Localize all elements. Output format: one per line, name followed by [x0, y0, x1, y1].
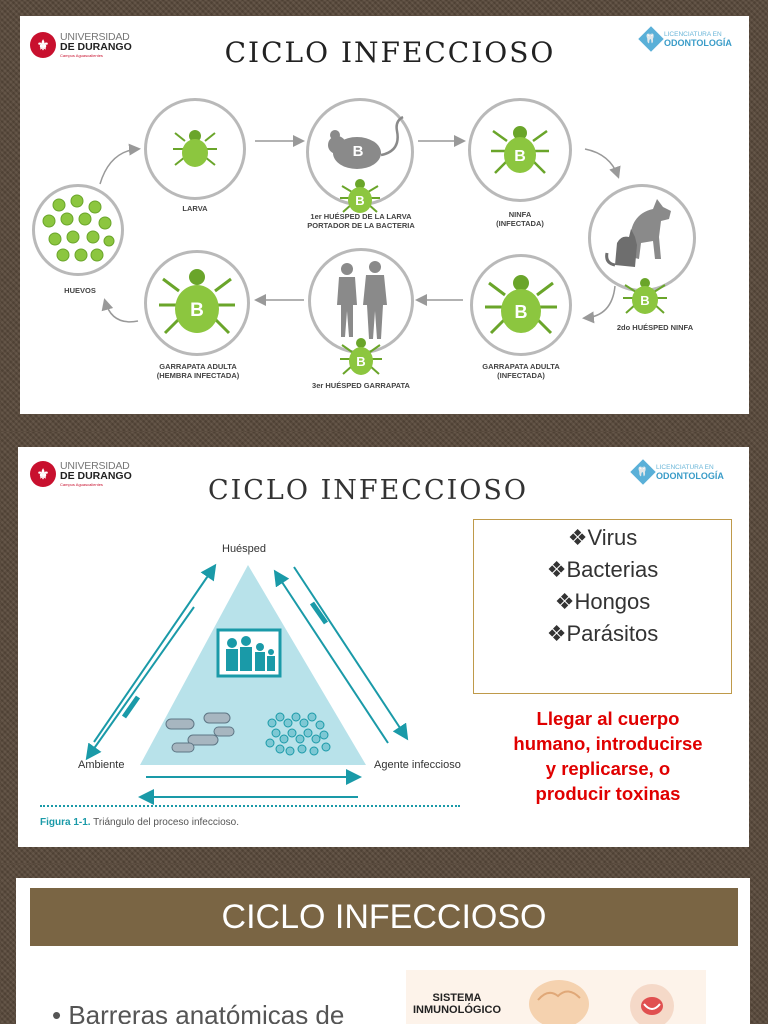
- pathogen-list-box: ❖Virus ❖Bacterias ❖Hongos ❖Parásitos: [473, 519, 732, 694]
- label-host2: 2do HUÉSPED NINFA: [616, 323, 694, 332]
- triangle-label-top: Huésped: [222, 543, 267, 555]
- eggs-icon: [42, 194, 115, 262]
- adult-infected-circle: B: [470, 254, 572, 356]
- logo-right-line-1: LICENCIATURA EN: [664, 30, 722, 38]
- svg-text:B: B: [514, 148, 526, 165]
- host3-circle: [308, 248, 414, 354]
- label-host3: 3er HUÉSPED GARRAPATA: [312, 381, 410, 390]
- eggs-circle: [32, 184, 124, 276]
- slide-3: CICLO INFECCIOSO • Barreras anatómicas d…: [16, 878, 750, 1024]
- pills-icon: [165, 712, 235, 753]
- svg-text:B: B: [190, 300, 204, 321]
- odontologia-logo: 🦷 LICENCIATURA EN ODONTOLOGÍA: [638, 26, 732, 52]
- larva-tick-icon: [173, 130, 217, 167]
- universidad-logo: ⚜ UNIVERSIDAD DE DURANGO Campus Aguascal…: [30, 32, 132, 58]
- logo-line-3: Campus Aguascalientes: [60, 53, 103, 58]
- logo-right-line-1: LICENCIATURA EN: [656, 463, 714, 471]
- logo-line-2: DE DURANGO: [60, 41, 132, 53]
- ninfa-circle: B: [468, 98, 572, 202]
- tooth-icon: 🦷: [630, 459, 656, 485]
- mouse-icon: B: [328, 115, 404, 169]
- logo-line-3: Campus Aguascalientes: [60, 482, 103, 487]
- adult-female-tick-icon: B: [159, 269, 235, 335]
- immune-system-image: SISTEMA INMUNOLÓGICO: [406, 970, 706, 1024]
- figure-caption-bold: Figura 1-1.: [40, 817, 91, 828]
- logo-line-1: UNIVERSIDAD: [60, 460, 130, 472]
- university-seal-icon: ⚜: [30, 461, 56, 487]
- adult-infected-tick-icon: B: [485, 275, 557, 335]
- dog-cat-icon: [605, 199, 671, 267]
- people-photo-icon: [216, 628, 282, 678]
- slide-2-title: CICLO INFECCIOSO: [207, 475, 529, 506]
- list-item-parasitos: ❖Parásitos: [546, 621, 659, 646]
- host2-circle: [588, 184, 696, 292]
- infection-description: Llegar al cuerpo humano, introducirse y …: [513, 708, 703, 804]
- logo-right-line-2: ODONTOLOGÍA: [664, 37, 732, 48]
- label-ninfa: NINFA (INFECTADA): [496, 210, 544, 228]
- larva-circle: [144, 98, 246, 200]
- odontologia-logo-2: 🦷 LICENCIATURA EN ODONTOLOGÍA: [630, 459, 724, 485]
- slide-2: ⚜ UNIVERSIDAD DE DURANGO Campus Aguascal…: [18, 447, 749, 847]
- svg-text:B: B: [355, 193, 364, 208]
- label-larva: LARVA: [182, 204, 208, 213]
- figure-caption: Figura 1-1. Triángulo del proceso infecc…: [40, 817, 239, 828]
- infection-triangle-figure: [85, 563, 409, 805]
- mouse-b-badge: B: [353, 143, 364, 160]
- throat-icon: [630, 984, 674, 1024]
- triangle-label-right: Agente infeccioso: [374, 759, 461, 771]
- label-host1: 1er HUÉSPED DE LA LARVA PORTADOR DE LA B…: [307, 212, 415, 230]
- host1-tick-icon: B: [340, 179, 380, 213]
- host2-tick-icon: B: [623, 278, 667, 314]
- bullet-label: Barreras anatómicas de: [68, 1000, 345, 1024]
- slide-1: ⚜ UNIVERSIDAD DE DURANGO Campus Aguascal…: [20, 16, 749, 414]
- list-item-virus: ❖Virus: [567, 525, 638, 550]
- list-item-bacterias: ❖Bacterias: [546, 557, 659, 582]
- logo-line-2: DE DURANGO: [60, 470, 132, 482]
- bullet-dot: •: [52, 1000, 69, 1024]
- svg-text:B: B: [640, 293, 649, 308]
- bacteria-cluster-icon: [265, 712, 331, 756]
- label-huevos: HUEVOS: [64, 286, 96, 295]
- bullet-text: • Barreras anatómicas de: [52, 1000, 344, 1024]
- humans-icon: [337, 261, 387, 339]
- brain-icon: [529, 980, 589, 1024]
- label-adult-infected: GARRAPATA ADULTA (INFECTADA): [482, 362, 560, 380]
- svg-text:B: B: [515, 302, 528, 322]
- triangle-label-left: Ambiente: [78, 759, 125, 771]
- university-seal-icon: ⚜: [30, 32, 56, 58]
- svg-text:B: B: [356, 354, 365, 369]
- ninfa-tick-icon: B: [491, 126, 549, 174]
- cycle-arrows: [99, 135, 621, 324]
- host3-tick-icon: B: [340, 338, 382, 375]
- universidad-logo-2: ⚜ UNIVERSIDAD DE DURANGO Campus Aguascal…: [30, 461, 132, 487]
- slide-3-title-banner: CICLO INFECCIOSO: [30, 888, 738, 946]
- figure-caption-text: Triángulo del proceso infeccioso.: [90, 817, 239, 828]
- label-adult-female: GARRAPATA ADULTA (HEMBRA INFECTADA): [156, 362, 240, 380]
- logo-line-1: UNIVERSIDAD: [60, 31, 130, 43]
- immune-system-label: SISTEMA INMUNOLÓGICO: [413, 992, 501, 1016]
- figure-caption-rule: [40, 805, 460, 807]
- adult-female-circle: B: [144, 250, 250, 356]
- slide-1-title: CICLO INFECCIOSO: [224, 36, 556, 69]
- list-item-hongos: ❖Hongos: [554, 589, 651, 614]
- logo-right-line-2: ODONTOLOGÍA: [656, 470, 724, 481]
